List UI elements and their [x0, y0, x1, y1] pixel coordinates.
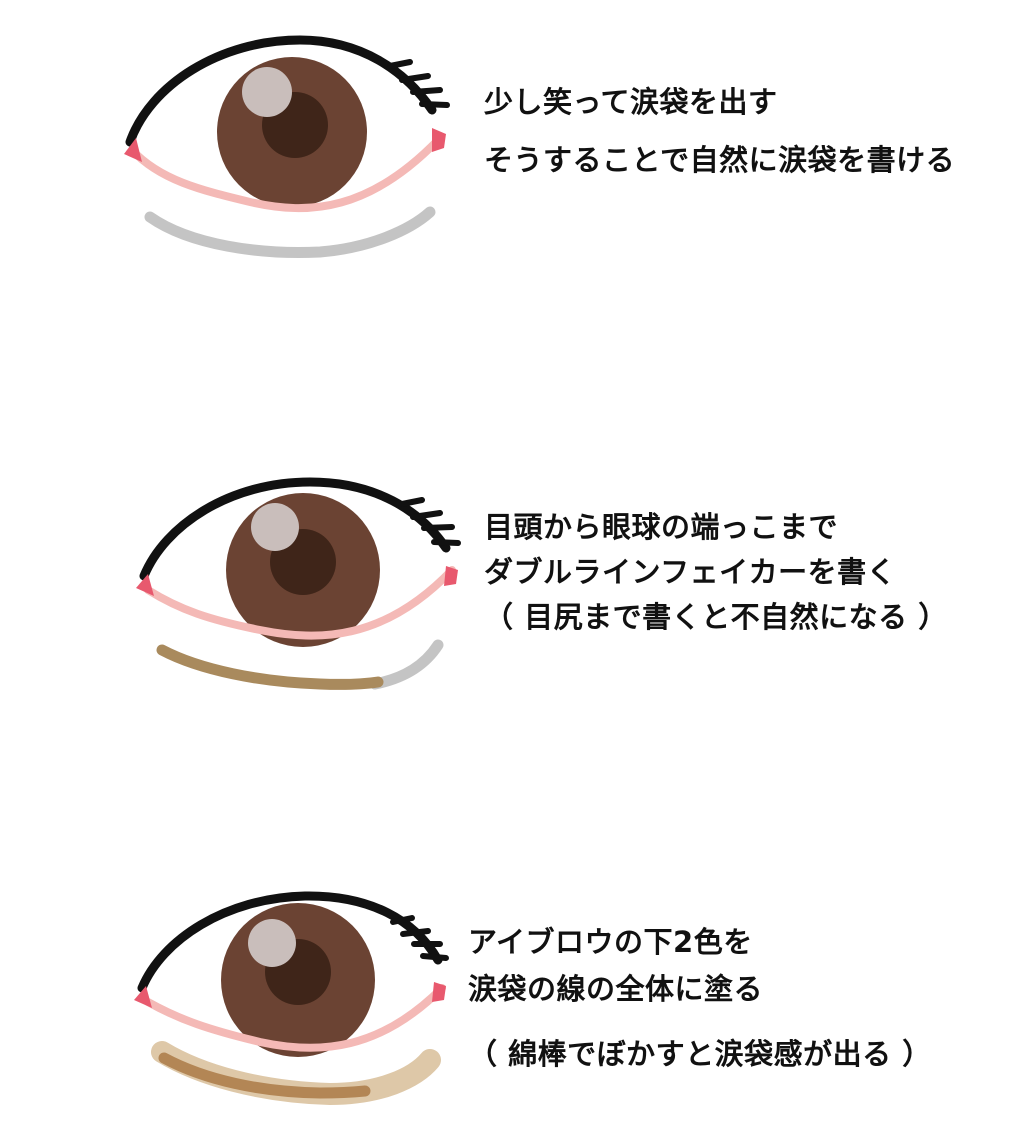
caption-line: そうすることで自然に涙袋を書ける	[484, 143, 956, 177]
eye-illustration-icon	[136, 477, 461, 690]
step-2: 目頭から眼球の端っこまで ダブルラインフェイカーを書く （ 目尻まで書くと不自然…	[136, 477, 948, 690]
caption-line: 少し笑って涙袋を出す	[484, 85, 778, 119]
caption-line: （ 目尻まで書くと不自然になる ）	[484, 600, 948, 634]
eye-illustration-icon	[134, 891, 449, 1106]
caption-line: 目頭から眼球の端っこまで	[484, 510, 839, 544]
step-1: 少し笑って涙袋を出す そうすることで自然に涙袋を書ける	[0, 0, 1024, 300]
caption-line: ダブルラインフェイカーを書く	[484, 555, 897, 589]
caption-line: （ 綿棒でぼかすと涙袋感が出る ）	[468, 1037, 932, 1071]
caption-line: アイブロウの下2色を	[468, 925, 753, 959]
eye-illustration-icon	[124, 35, 450, 258]
caption-line: 涙袋の線の全体に塗る	[468, 972, 764, 1006]
